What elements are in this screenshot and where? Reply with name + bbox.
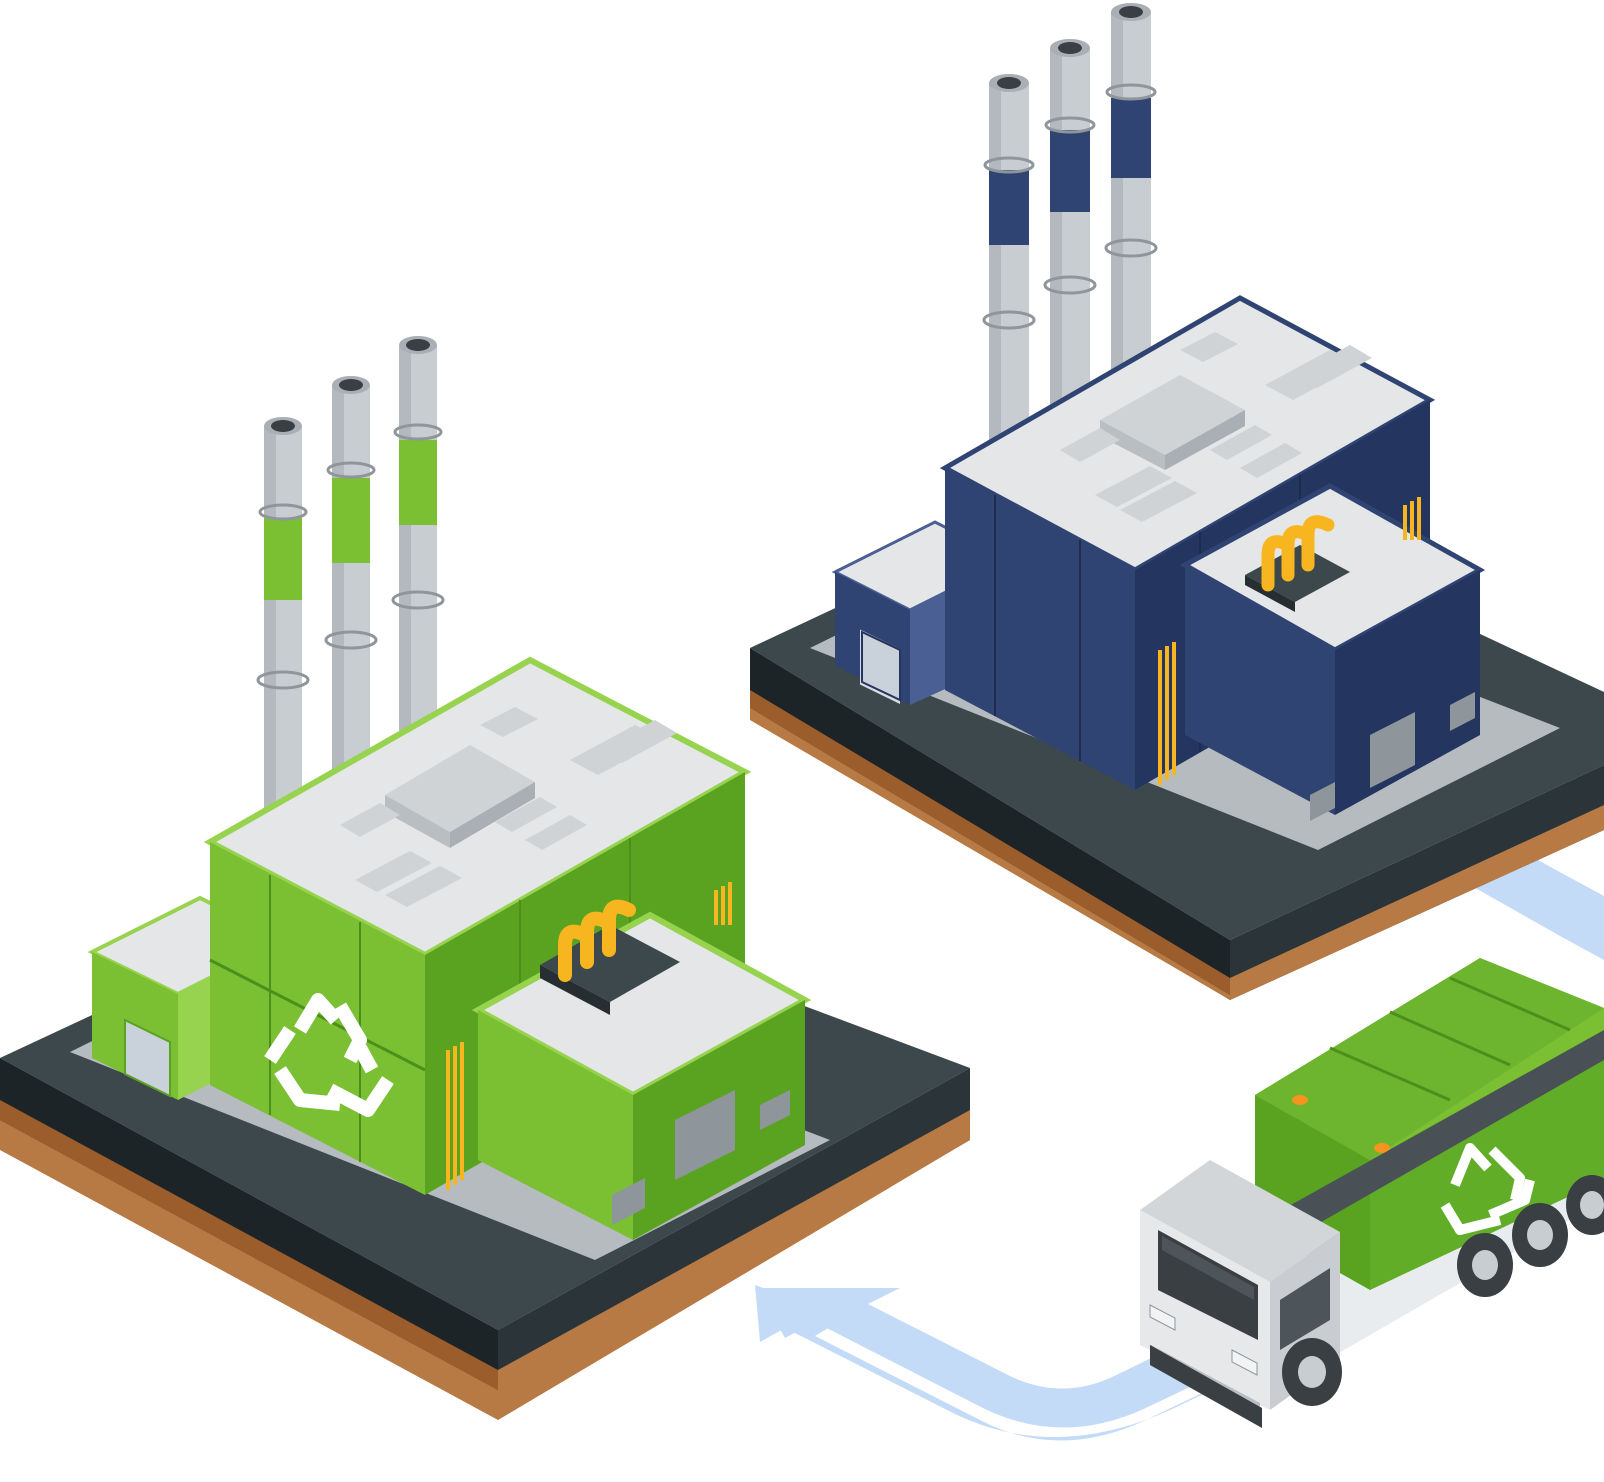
- green-soil: [0, 1100, 498, 1390]
- navy-soil: [750, 690, 1230, 995]
- green-plant-chimneys: [256, 336, 445, 826]
- chimney-icon: [982, 74, 1036, 453]
- truck-side-window: [1280, 1268, 1330, 1350]
- recycle-icon: [264, 993, 394, 1117]
- green-factory-icon: [0, 656, 970, 1420]
- navy-plant-chimneys: [982, 3, 1158, 453]
- chimney-icon: [256, 417, 310, 826]
- recycle-icon: [1440, 1143, 1535, 1235]
- navy-yellow-pipes: [1261, 515, 1335, 592]
- chimney-icon: [1104, 3, 1158, 402]
- green-yellow-pipes: [558, 899, 636, 982]
- truck-wheels: [1282, 1175, 1604, 1406]
- chimney-icon: [1043, 39, 1097, 428]
- navy-factory-icon: [750, 295, 1604, 1000]
- garbage-truck-icon: [1140, 958, 1604, 1428]
- chimney-icon: [324, 376, 378, 805]
- chimney-icon: [391, 336, 445, 765]
